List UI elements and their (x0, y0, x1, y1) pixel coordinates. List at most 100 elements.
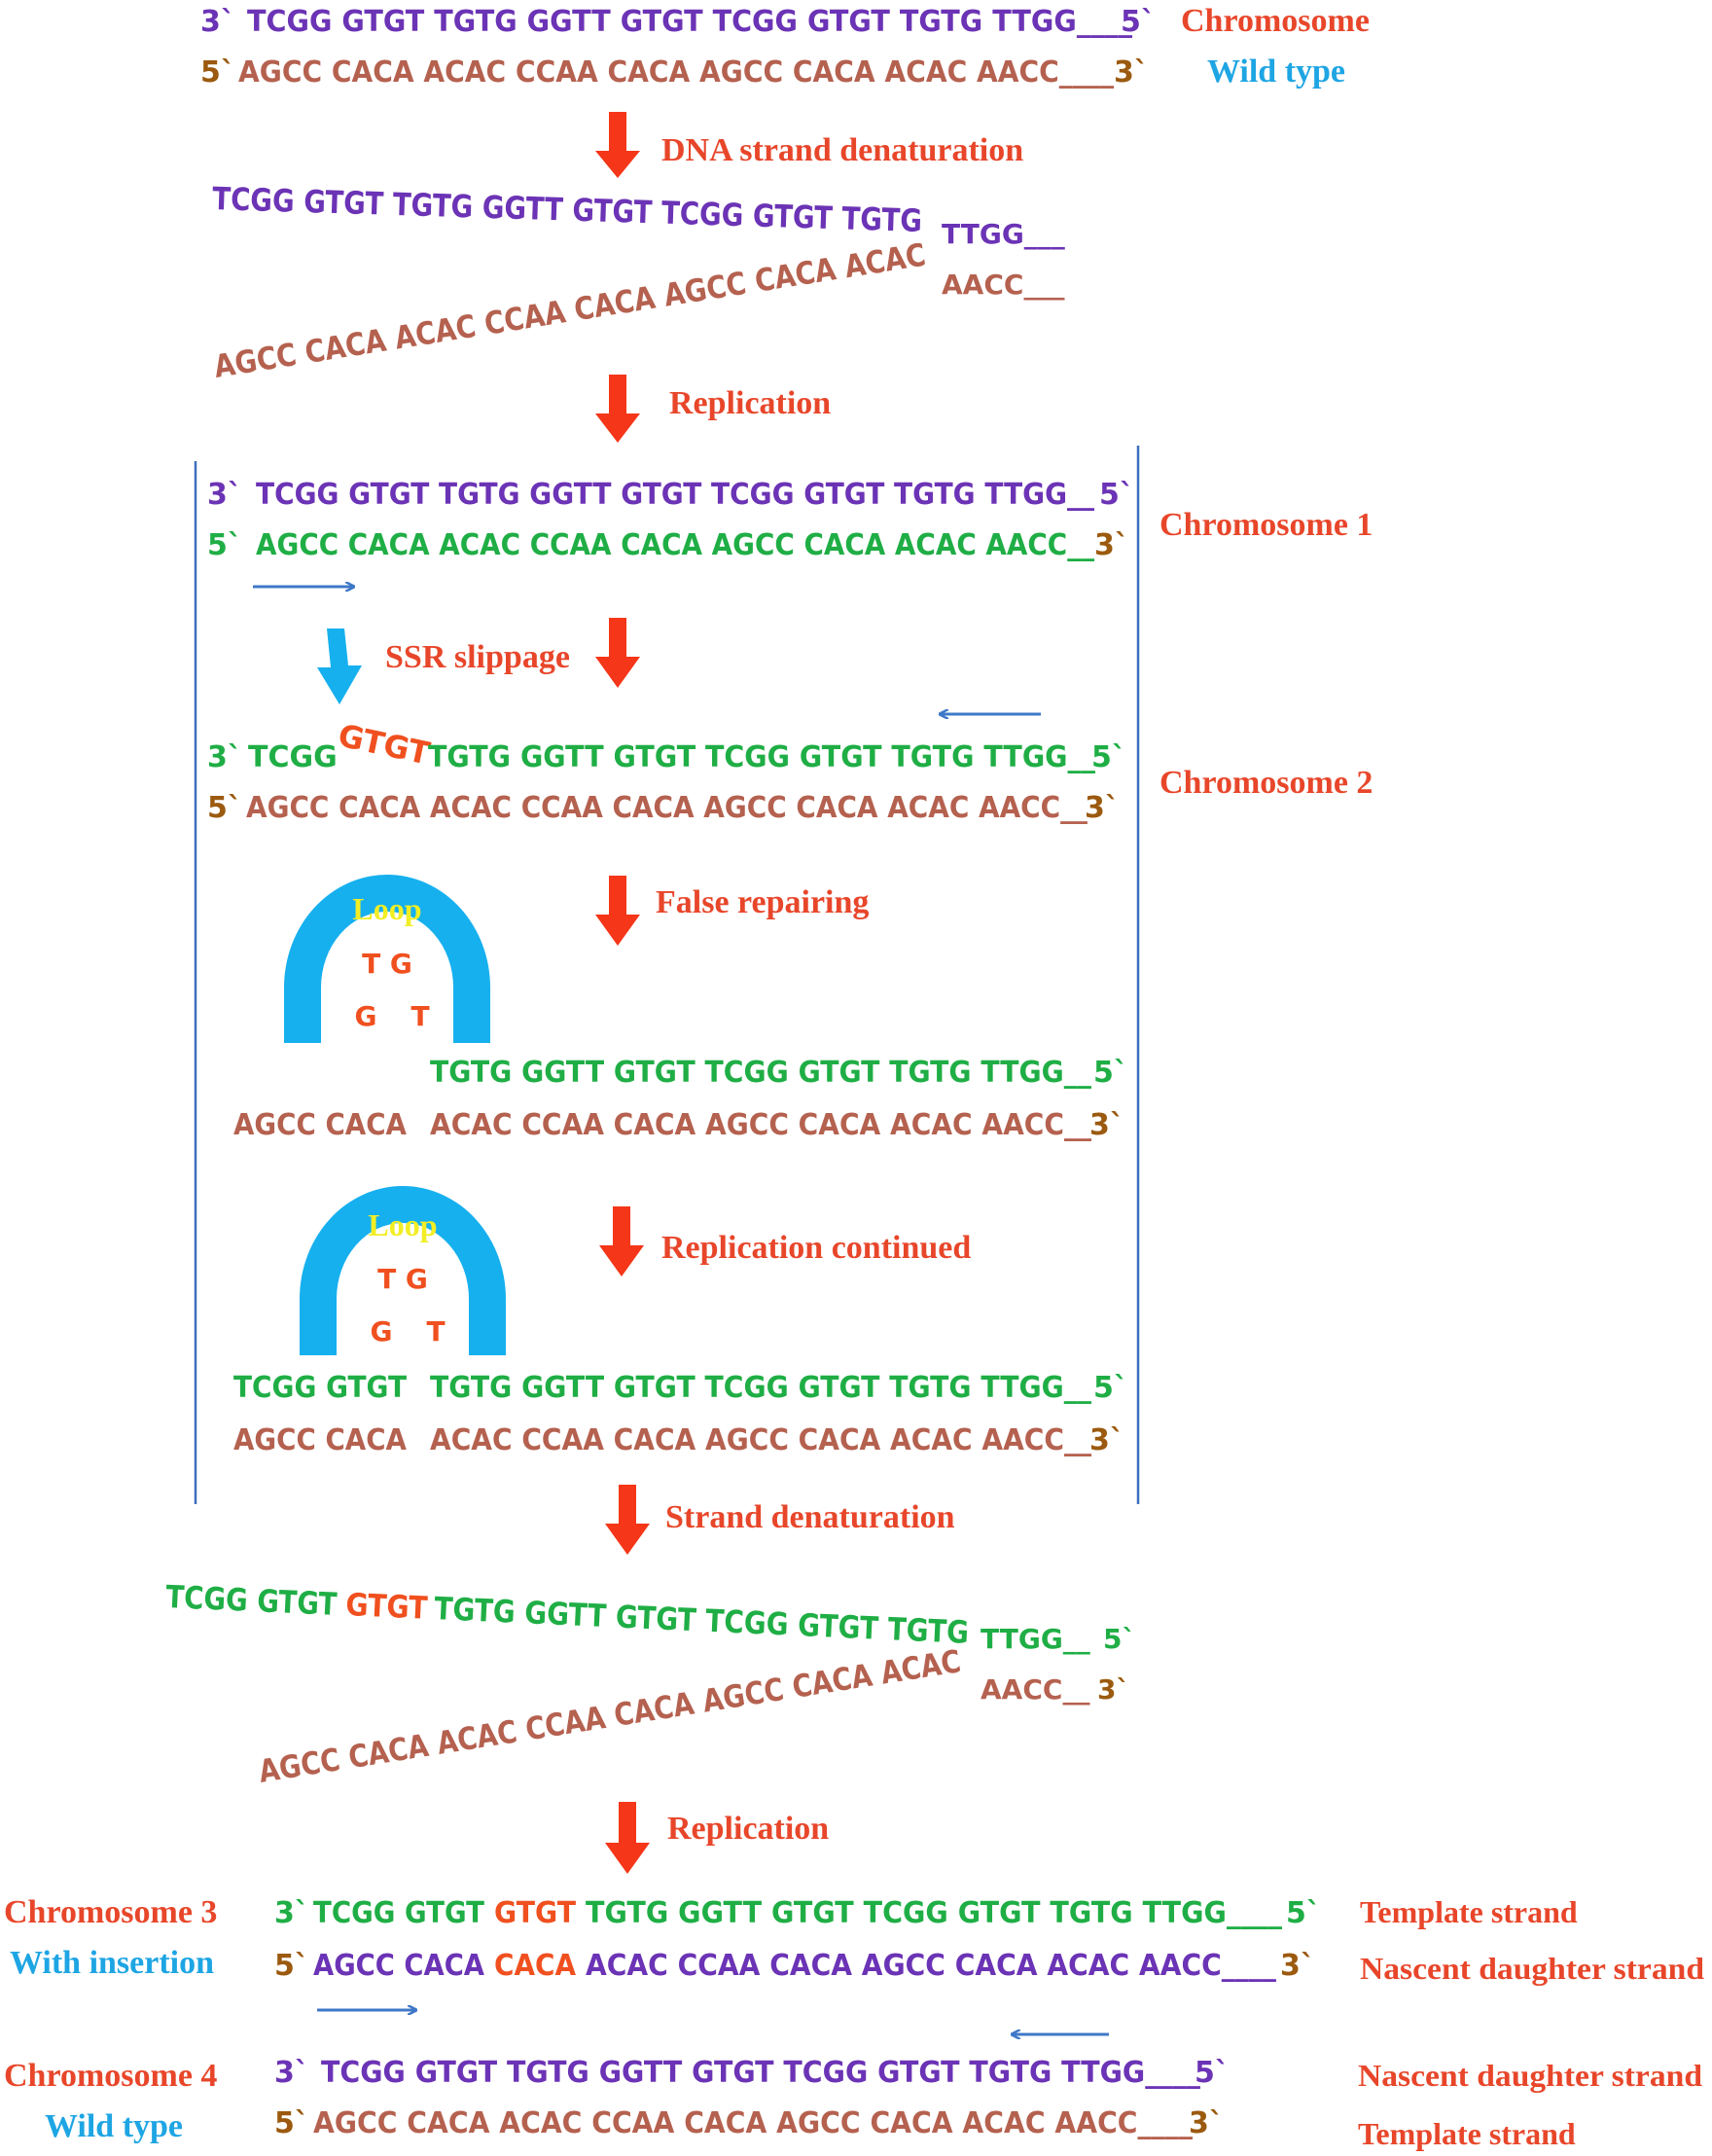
chr1-bottom-strand: AGCC CACA ACAC CCAA CACA AGCC CACA ACAC … (256, 528, 1094, 562)
loop-icon (300, 1186, 506, 1355)
chr2-bottom-prime: 5` (207, 791, 242, 825)
chr4-bottom-strand: AGCC CACA ACAC CCAA CACA AGCC CACA ACAC … (313, 2106, 1193, 2140)
loop-base-right: T (426, 1315, 445, 1348)
chr4-top-end: 5` (1195, 2056, 1230, 2090)
wild-type-top-prime: 3` (200, 5, 235, 39)
strand-denaturation-label: Strand denaturation (665, 1499, 955, 1535)
continued-bottom-end: 3` (1089, 1423, 1124, 1457)
replication-continued-label: Replication continued (661, 1230, 971, 1266)
chr3-top-end: 5` (1286, 1896, 1321, 1930)
chr3-bottom-strand-a: AGCC CACA (313, 1949, 485, 1983)
denatured-top-end: 5` (1103, 1623, 1135, 1655)
repair-top-strand: TGTG GGTT GTGT TCGG GTGT TGTG TTGG__ (430, 1056, 1091, 1090)
separated-bottom-strand: AGCC CACA ACAC CCAA CACA AGCC CACA ACAC (211, 236, 928, 385)
step-strand-denaturation: Strand denaturation TCGG GTGT GTGT TGTG … (165, 1485, 1135, 1790)
chromosome-3-label: Chromosome 3 (4, 1894, 217, 1930)
chr4-top-strand: TCGG GTGT TGTG GGTT GTGT TCGG GTGT TGTG … (321, 2056, 1200, 2090)
loop-icon (284, 875, 490, 1043)
chr1-bottom-prime: 5` (207, 528, 242, 562)
step-dna-denaturation: DNA strand denaturation TCGG GTGT TGTG G… (211, 112, 1065, 385)
replication-label: Replication (669, 385, 831, 421)
down-arrow-icon (605, 1802, 650, 1874)
replication-label: Replication (667, 1811, 829, 1847)
chr2-top-strand: TGTG GGTT GTGT TCGG GTGT TGTG TTGG__ (428, 740, 1095, 774)
down-arrow-icon (595, 618, 640, 688)
chr3-bottom-prime: 5` (274, 1949, 309, 1983)
chr4-bottom-end: 3` (1189, 2106, 1224, 2140)
chr4-bottom-role-label: Template strand (1358, 2116, 1576, 2151)
chr1-top-prime: 3` (207, 478, 242, 512)
denatured-top-tail: TTGG__ (981, 1623, 1090, 1655)
chr3-top-insertion: GTGT (494, 1896, 577, 1930)
down-arrow-icon (595, 112, 640, 178)
loop-base-right: T (410, 1000, 429, 1032)
slipped-repeat: GTGT (335, 717, 433, 773)
down-arrow-icon (599, 1206, 644, 1276)
chr3-top-strand-a: TCGG GTGT (313, 1896, 484, 1930)
chr3-bottom-insertion: CACA (494, 1949, 577, 1983)
chromosome-2-label: Chromosome 2 (1159, 765, 1373, 801)
slippage-down-arrow-icon (317, 629, 362, 704)
chromosome-4: Chromosome 4 Wild type 3` TCGG GTGT TGTG… (4, 2056, 1702, 2151)
chr1-top-end: 5` (1099, 478, 1134, 512)
ssr-slippage-label: SSR slippage (385, 639, 570, 675)
with-insertion-label: With insertion (10, 1945, 214, 1981)
continued-top-left: TCGG GTGT (233, 1371, 407, 1405)
repair-bottom-end: 3` (1089, 1108, 1124, 1142)
chr3-top-role-label: Template strand (1360, 1894, 1578, 1929)
chr2-top-end: 5` (1091, 740, 1126, 774)
chr2-top-prime: 3` (207, 740, 242, 774)
denatured-bottom-end: 3` (1097, 1673, 1129, 1706)
chromosome-1-label: Chromosome 1 (1159, 507, 1373, 543)
chr3-bottom-end: 3` (1280, 1949, 1315, 1983)
chr2-top-start: TCGG (248, 740, 338, 774)
chr1-top-strand: TCGG GTGT TGTG GGTT GTGT TCGG GTGT TGTG … (256, 478, 1094, 512)
continued-bottom-strand: ACAC CCAA CACA AGCC CACA ACAC AACC__ (430, 1423, 1091, 1457)
chr1-bottom-end: 3` (1094, 528, 1129, 562)
wild-type-top-end: 5` (1121, 5, 1156, 39)
wild-type-bottom-end: 3` (1114, 55, 1149, 90)
step-false-repairing: False repairing Loop T G G T TGTG GGTT G… (233, 875, 1128, 1142)
chromosome-label: Chromosome (1181, 3, 1370, 39)
chr3-top-prime: 3` (274, 1896, 309, 1930)
step-replication-continued: Replication continued Loop T G G T TCGG … (233, 1186, 1128, 1457)
down-arrow-icon (595, 375, 640, 443)
chromosome-2: 3` TCGG GTGT TGTG GGTT GTGT TCGG GTGT TG… (207, 717, 1373, 825)
continued-top-strand: TGTG GGTT GTGT TCGG GTGT TGTG TTGG__ (430, 1371, 1091, 1405)
wild-type-bottom-strand: AGCC CACA ACAC CCAA CACA AGCC CACA ACAC … (238, 55, 1114, 90)
false-repairing-label: False repairing (656, 884, 869, 920)
separated-bottom-tail: AACC___ (942, 269, 1064, 301)
loop-base-left: G (355, 1000, 377, 1032)
chr3-bottom-role-label: Nascent daughter strand (1360, 1951, 1704, 1986)
chr3-top-strand-b: TGTG GGTT GTGT TCGG GTGT TGTG TTGG____ (586, 1896, 1282, 1930)
repair-bottom-strand: ACAC CCAA CACA AGCC CACA ACAC AACC__ (430, 1108, 1091, 1142)
loop-bases-top: T G (362, 948, 412, 980)
loop-base-left: G (371, 1315, 393, 1348)
repair-bottom-left: AGCC CACA (233, 1108, 408, 1142)
loop-label: Loop (352, 891, 421, 926)
step-ssr-slippage: SSR slippage (317, 618, 1041, 714)
repair-top-end: 5` (1093, 1056, 1128, 1090)
step-replication-1: Replication (595, 375, 831, 443)
wild-type-label: Wild type (1207, 54, 1345, 90)
denatured-top-strand-b: TGTG GGTT GTGT TCGG GTGT TGTG (434, 1590, 970, 1651)
denaturation-label: DNA strand denaturation (661, 132, 1023, 168)
chr4-top-prime: 3` (274, 2056, 309, 2090)
continued-bottom-left: AGCC CACA (233, 1423, 408, 1457)
loop-label: Loop (368, 1207, 437, 1242)
chromosome-4-label: Chromosome 4 (4, 2058, 217, 2094)
chr4-top-role-label: Nascent daughter strand (1358, 2058, 1702, 2093)
wild-type-bottom-prime: 5` (200, 55, 235, 90)
step-replication-2: Replication (605, 1802, 829, 1874)
continued-top-end: 5` (1093, 1371, 1128, 1405)
denatured-bottom-tail: AACC__ (981, 1673, 1089, 1706)
denatured-bottom-strand: AGCC CACA ACAC CCAA CACA AGCC CACA ACAC (256, 1642, 963, 1790)
chr2-bottom-strand: AGCC CACA ACAC CCAA CACA AGCC CACA ACAC … (246, 791, 1088, 825)
wild-type-top-strand: TCGG GTGT TGTG GGTT GTGT TCGG GTGT TGTG … (247, 5, 1132, 39)
separated-top-tail: TTGG___ (942, 218, 1065, 250)
denatured-top-strand-a: TCGG GTGT (165, 1578, 339, 1623)
chr3-bottom-strand-b: ACAC CCAA CACA AGCC CACA ACAC AACC____ (586, 1949, 1276, 1983)
down-arrow-icon (605, 1485, 650, 1555)
chromosome-1: 3` TCGG GTGT TGTG GGTT GTGT TCGG GTGT TG… (207, 478, 1373, 587)
